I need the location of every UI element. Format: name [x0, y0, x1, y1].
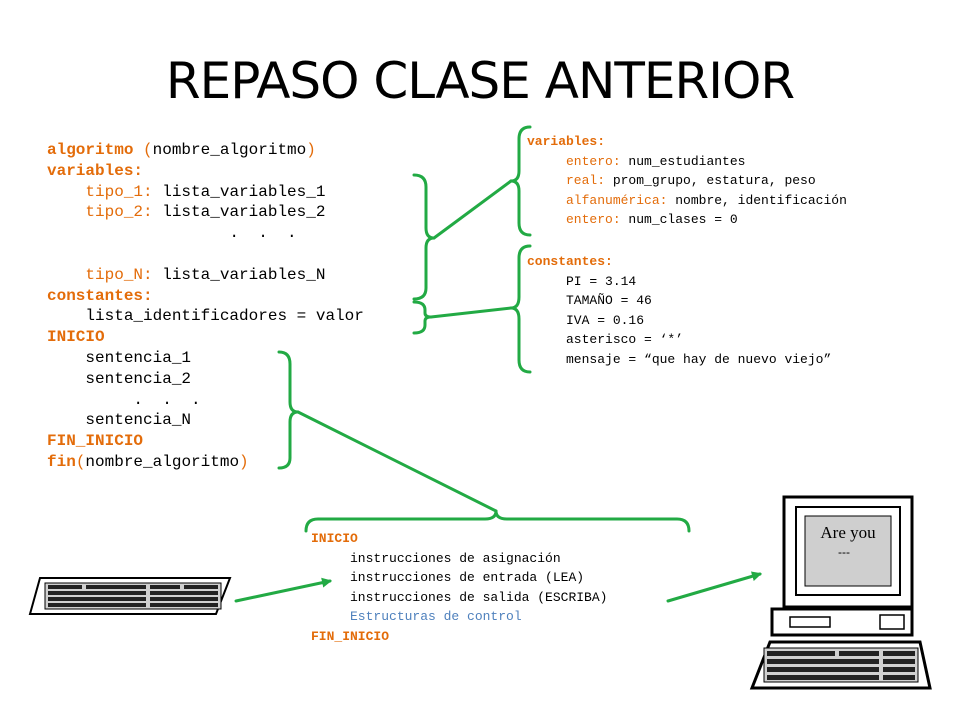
- inicio-example-row: instrucciones de asignación: [311, 550, 561, 566]
- arrow-program-to-computer: [666, 571, 762, 603]
- connector-variables: [432, 179, 513, 240]
- brace-variables: [412, 173, 436, 301]
- type-label: tipo_2:: [47, 203, 153, 222]
- statement-1: sentencia_1: [47, 348, 192, 367]
- variables-example-header: variables:: [527, 134, 606, 149]
- variable-list: prom_grupo, estatura, peso: [605, 173, 816, 188]
- variable-list: nombre, identificación: [667, 192, 847, 208]
- inicio-example-header: INICIO: [311, 531, 358, 546]
- type-label: alfanumérica:: [527, 192, 668, 208]
- variables-line-1: tipo_1: lista_variables_1: [47, 182, 364, 203]
- variable-list: lista_variables_1: [152, 182, 326, 201]
- connector-constants: [429, 306, 513, 319]
- statement-n: sentencia_N: [47, 411, 192, 430]
- variable-list: num_clases = 0: [620, 212, 738, 227]
- variable-list: lista_variables_N: [152, 265, 326, 284]
- connector-inicio: [296, 410, 498, 513]
- variables-keyword: variables:: [47, 161, 144, 180]
- constants-example-row: TAMAÑO = 46: [527, 293, 652, 308]
- type-label: tipo_N:: [47, 265, 153, 284]
- variables-line-n: tipo_N: lista_variables_N: [47, 265, 364, 286]
- constants-example-row: asterisco = ‘*’: [527, 332, 684, 347]
- inicio-keyword: INICIO: [47, 328, 105, 347]
- constants-example-header: constantes:: [527, 254, 613, 269]
- constants-example: constantes: PI = 3.14 TAMAÑO = 46 IVA = …: [527, 252, 831, 369]
- inicio-example-footer: FIN_INICIO: [311, 628, 390, 644]
- brace-inicio: [277, 350, 300, 470]
- paren-open: (: [133, 141, 153, 159]
- variables-ellipsis: . . .: [47, 224, 297, 243]
- type-label: entero:: [527, 153, 621, 169]
- inicio-example-row: instrucciones de entrada (LEA): [311, 570, 585, 585]
- monitor-text-line-2: ---: [838, 545, 850, 559]
- paren-close: ): [306, 141, 316, 159]
- fin-keyword: fin: [47, 452, 76, 471]
- constants-example-row: PI = 3.14: [527, 273, 637, 289]
- algorithm-name: nombre_algoritmo: [85, 452, 240, 471]
- paren-open: (: [75, 452, 86, 471]
- inicio-example-row: instrucciones de salida (ESCRIBA): [311, 589, 608, 605]
- brace-variables-example: [509, 125, 532, 237]
- arrow-keyboard-to-program: [234, 577, 332, 603]
- inicio-example: INICIO instrucciones de asignación instr…: [311, 529, 607, 646]
- constants-line: lista_identificadores = valor: [47, 307, 364, 326]
- algorithm-template: algoritmo (nombre_algoritmo)variables: t…: [47, 140, 364, 473]
- variables-line-2: tipo_2: lista_variables_2: [47, 202, 364, 223]
- control-structures-row: Estructuras de control: [311, 609, 522, 624]
- variables-example-row: real: prom_grupo, estatura, peso: [527, 171, 847, 191]
- variable-list: num_estudiantes: [620, 153, 746, 169]
- statement-2: sentencia_2: [47, 369, 192, 388]
- monitor-text-line-1: Are you: [820, 523, 876, 542]
- variable-list: lista_variables_2: [152, 203, 326, 222]
- variables-example-row: entero: num_clases = 0: [527, 210, 847, 230]
- algorithm-footer-line: fin(nombre_algoritmo): [47, 452, 364, 473]
- brace-constants: [412, 300, 433, 335]
- constants-example-row: IVA = 0.16: [527, 312, 645, 328]
- statements-ellipsis: . . .: [47, 390, 201, 409]
- brace-inicio-example: [304, 509, 691, 533]
- type-label: entero:: [527, 212, 621, 227]
- variables-example-row: alfanumérica: nombre, identificación: [527, 191, 847, 211]
- type-label: tipo_1:: [47, 182, 153, 201]
- constants-keyword: constantes:: [47, 286, 153, 305]
- type-label: real:: [527, 173, 606, 188]
- slide-title: REPASO CLASE ANTERIOR: [165, 52, 795, 110]
- computer-icon: Are you ---: [749, 495, 932, 690]
- variables-example-row: entero: num_estudiantes: [527, 152, 847, 172]
- brace-constants-example: [509, 244, 532, 374]
- keyboard-icon: [28, 577, 232, 615]
- paren-close: ): [239, 452, 249, 471]
- variables-example: variables: entero: num_estudiantes real:…: [527, 132, 847, 230]
- fin-inicio-keyword: FIN_INICIO: [47, 432, 144, 451]
- constants-example-row: mensaje = “que hay de nuevo viejo”: [527, 351, 832, 367]
- algorithm-header-line: algoritmo (nombre_algoritmo): [47, 140, 364, 161]
- algorithm-name: nombre_algoritmo: [152, 141, 307, 159]
- algorithm-keyword: algoritmo: [47, 141, 134, 159]
